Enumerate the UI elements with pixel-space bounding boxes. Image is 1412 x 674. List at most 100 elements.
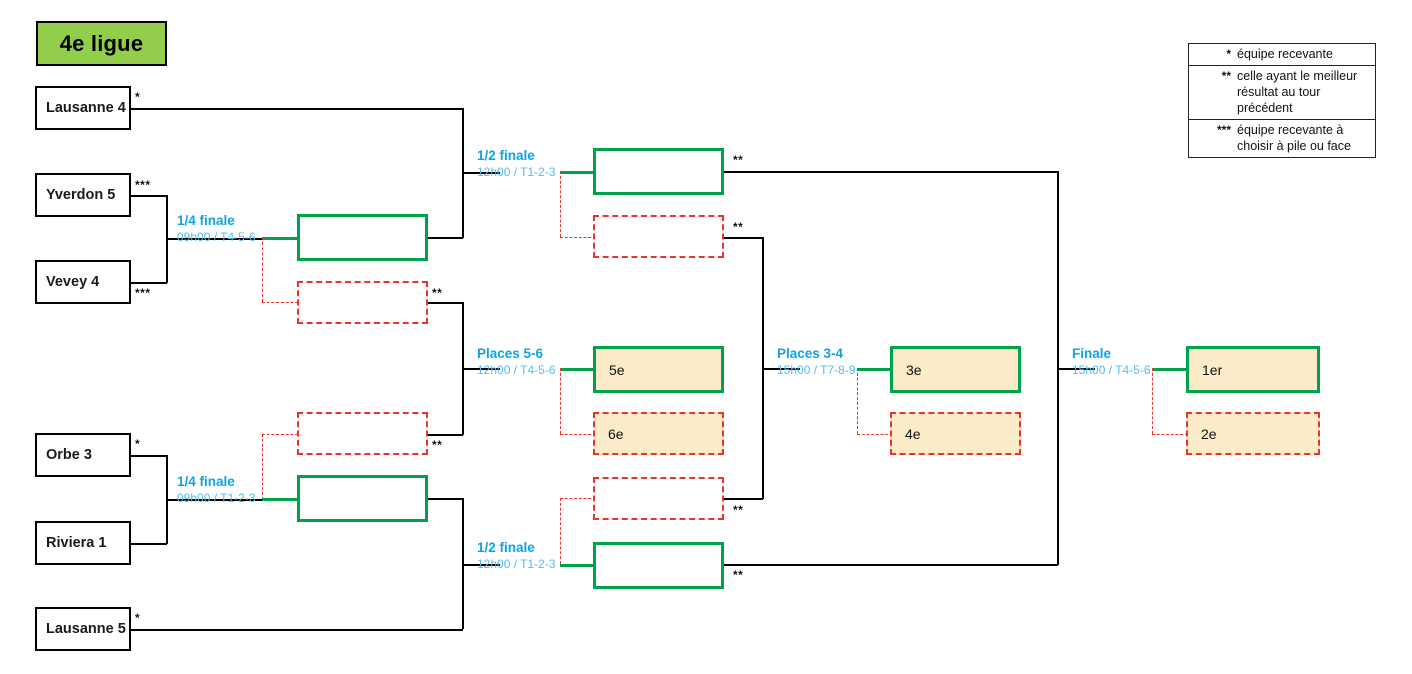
round-title: Finale bbox=[1072, 346, 1112, 361]
result-box-place-5[interactable]: 5e bbox=[593, 346, 724, 393]
connector-line-winner bbox=[857, 368, 893, 371]
match-box-sf-top-loser[interactable] bbox=[593, 215, 724, 258]
slot-rank: 6e bbox=[608, 425, 624, 442]
page-title: 4e ligue bbox=[36, 21, 167, 66]
slot-rank: 4e bbox=[905, 425, 921, 442]
legend-text: équipe recevante bbox=[1237, 47, 1333, 61]
result-box-place-4[interactable]: 4e bbox=[890, 412, 1021, 455]
team-marker: *** bbox=[135, 286, 151, 300]
match-box-qf-top-loser[interactable] bbox=[297, 281, 428, 324]
round-label-places-5-6: Places 5-6 12h00 / T4-5-6 bbox=[467, 345, 556, 379]
connector-line bbox=[428, 302, 463, 304]
team-box-riviera-1[interactable]: Riviera 1 bbox=[35, 521, 131, 565]
match-box-qf-bottom-winner[interactable] bbox=[297, 475, 428, 522]
slot-rank: 3e bbox=[906, 361, 922, 378]
connector-line-loser bbox=[857, 368, 858, 434]
connector-line-loser bbox=[262, 434, 298, 435]
round-label-qf-top: 1/4 finale 09h00 / T4-5-6 bbox=[167, 212, 256, 246]
connector-line-loser bbox=[560, 237, 596, 238]
team-box-yverdon-5[interactable]: Yverdon 5 bbox=[35, 173, 131, 217]
slot-rank: 1er bbox=[1202, 361, 1223, 378]
connector-line bbox=[166, 499, 262, 501]
result-box-place-6[interactable]: 6e bbox=[593, 412, 724, 455]
connector-line bbox=[724, 498, 763, 500]
round-label-qf-bottom: 1/4 finale 09h00 / T1-2-3 bbox=[167, 473, 256, 507]
legend-row: * équipe recevante bbox=[1189, 44, 1375, 66]
connector-line bbox=[166, 238, 262, 240]
slot-marker: ** bbox=[733, 503, 744, 517]
connector-line bbox=[724, 564, 1058, 566]
round-time: 09h00 / T1-2-3 bbox=[177, 491, 256, 505]
result-box-place-2[interactable]: 2e bbox=[1186, 412, 1320, 455]
connector-line bbox=[131, 629, 463, 631]
round-title: 1/4 finale bbox=[177, 213, 235, 228]
team-box-vevey-4[interactable]: Vevey 4 bbox=[35, 260, 131, 304]
connector-line-loser bbox=[560, 171, 561, 237]
team-box-lausanne-5[interactable]: Lausanne 5 bbox=[35, 607, 131, 651]
connector-line bbox=[131, 108, 463, 110]
connector-line bbox=[462, 368, 500, 370]
round-label-sf-top: 1/2 finale 12h00 / T1-2-3 bbox=[467, 147, 556, 181]
round-label-finale: Finale 15h00 / T4-5-6 bbox=[1062, 345, 1151, 379]
team-marker: *** bbox=[135, 178, 151, 192]
connector-line bbox=[462, 498, 464, 629]
legend-text: équipe recevante à choisir à pile ou fac… bbox=[1237, 123, 1351, 153]
connector-line bbox=[131, 455, 167, 457]
match-box-sf-bottom-winner[interactable] bbox=[593, 542, 724, 589]
round-title: Places 5-6 bbox=[477, 346, 544, 361]
connector-line-loser bbox=[262, 302, 298, 303]
connector-line bbox=[428, 498, 463, 500]
legend-mark: *** bbox=[1216, 123, 1231, 137]
match-box-qf-bottom-loser[interactable] bbox=[297, 412, 428, 455]
round-time: 12h00 / T1-2-3 bbox=[477, 165, 556, 179]
connector-line-loser bbox=[1152, 434, 1188, 435]
slot-rank: 5e bbox=[609, 361, 625, 378]
connector-line bbox=[428, 237, 463, 239]
connector-line-loser bbox=[560, 434, 596, 435]
connector-line-winner bbox=[560, 564, 596, 567]
connector-line-loser bbox=[1152, 368, 1153, 434]
connector-line-loser bbox=[857, 434, 893, 435]
connector-line-winner bbox=[262, 498, 298, 501]
connector-line-loser bbox=[262, 237, 263, 302]
connector-line bbox=[131, 282, 167, 284]
connector-line-loser bbox=[560, 368, 561, 434]
connector-line-winner bbox=[1152, 368, 1188, 371]
round-time: 15h00 / T7-8-9 bbox=[777, 363, 856, 377]
connector-line bbox=[131, 195, 167, 197]
team-marker: * bbox=[135, 90, 141, 104]
result-box-place-3[interactable]: 3e bbox=[890, 346, 1021, 393]
legend-box: * équipe recevante ** celle ayant le mei… bbox=[1188, 43, 1376, 158]
connector-line-loser bbox=[560, 498, 596, 499]
slot-marker: ** bbox=[432, 286, 443, 300]
match-box-qf-top-winner[interactable] bbox=[297, 214, 428, 261]
connector-line bbox=[1057, 368, 1095, 370]
team-box-lausanne-4[interactable]: Lausanne 4 bbox=[35, 86, 131, 130]
slot-rank: 2e bbox=[1201, 425, 1217, 442]
legend-mark: ** bbox=[1221, 69, 1231, 83]
connector-line bbox=[131, 543, 167, 545]
connector-line bbox=[462, 564, 500, 566]
round-time: 12h00 / T4-5-6 bbox=[477, 363, 556, 377]
connector-line bbox=[762, 368, 800, 370]
connector-line bbox=[462, 172, 500, 174]
team-marker: * bbox=[135, 611, 141, 625]
connector-line-winner bbox=[560, 368, 596, 371]
match-box-sf-top-winner[interactable] bbox=[593, 148, 724, 195]
round-title: 1/2 finale bbox=[477, 540, 535, 555]
legend-mark: * bbox=[1226, 47, 1231, 61]
result-box-place-1[interactable]: 1er bbox=[1186, 346, 1320, 393]
legend-text: celle ayant le meilleur résultat au tour… bbox=[1237, 69, 1358, 115]
connector-line-winner bbox=[560, 171, 596, 174]
connector-line-winner bbox=[262, 237, 298, 240]
legend-row: *** équipe recevante à choisir à pile ou… bbox=[1189, 120, 1375, 157]
round-label-sf-bottom: 1/2 finale 12h00 / T1-2-3 bbox=[467, 539, 556, 573]
round-title: Places 3-4 bbox=[777, 346, 844, 361]
match-box-sf-bottom-loser[interactable] bbox=[593, 477, 724, 520]
connector-line bbox=[724, 171, 1058, 173]
slot-marker: ** bbox=[432, 438, 443, 452]
slot-marker: ** bbox=[733, 568, 744, 582]
team-box-orbe-3[interactable]: Orbe 3 bbox=[35, 433, 131, 477]
legend-row: ** celle ayant le meilleur résultat au t… bbox=[1189, 66, 1375, 120]
